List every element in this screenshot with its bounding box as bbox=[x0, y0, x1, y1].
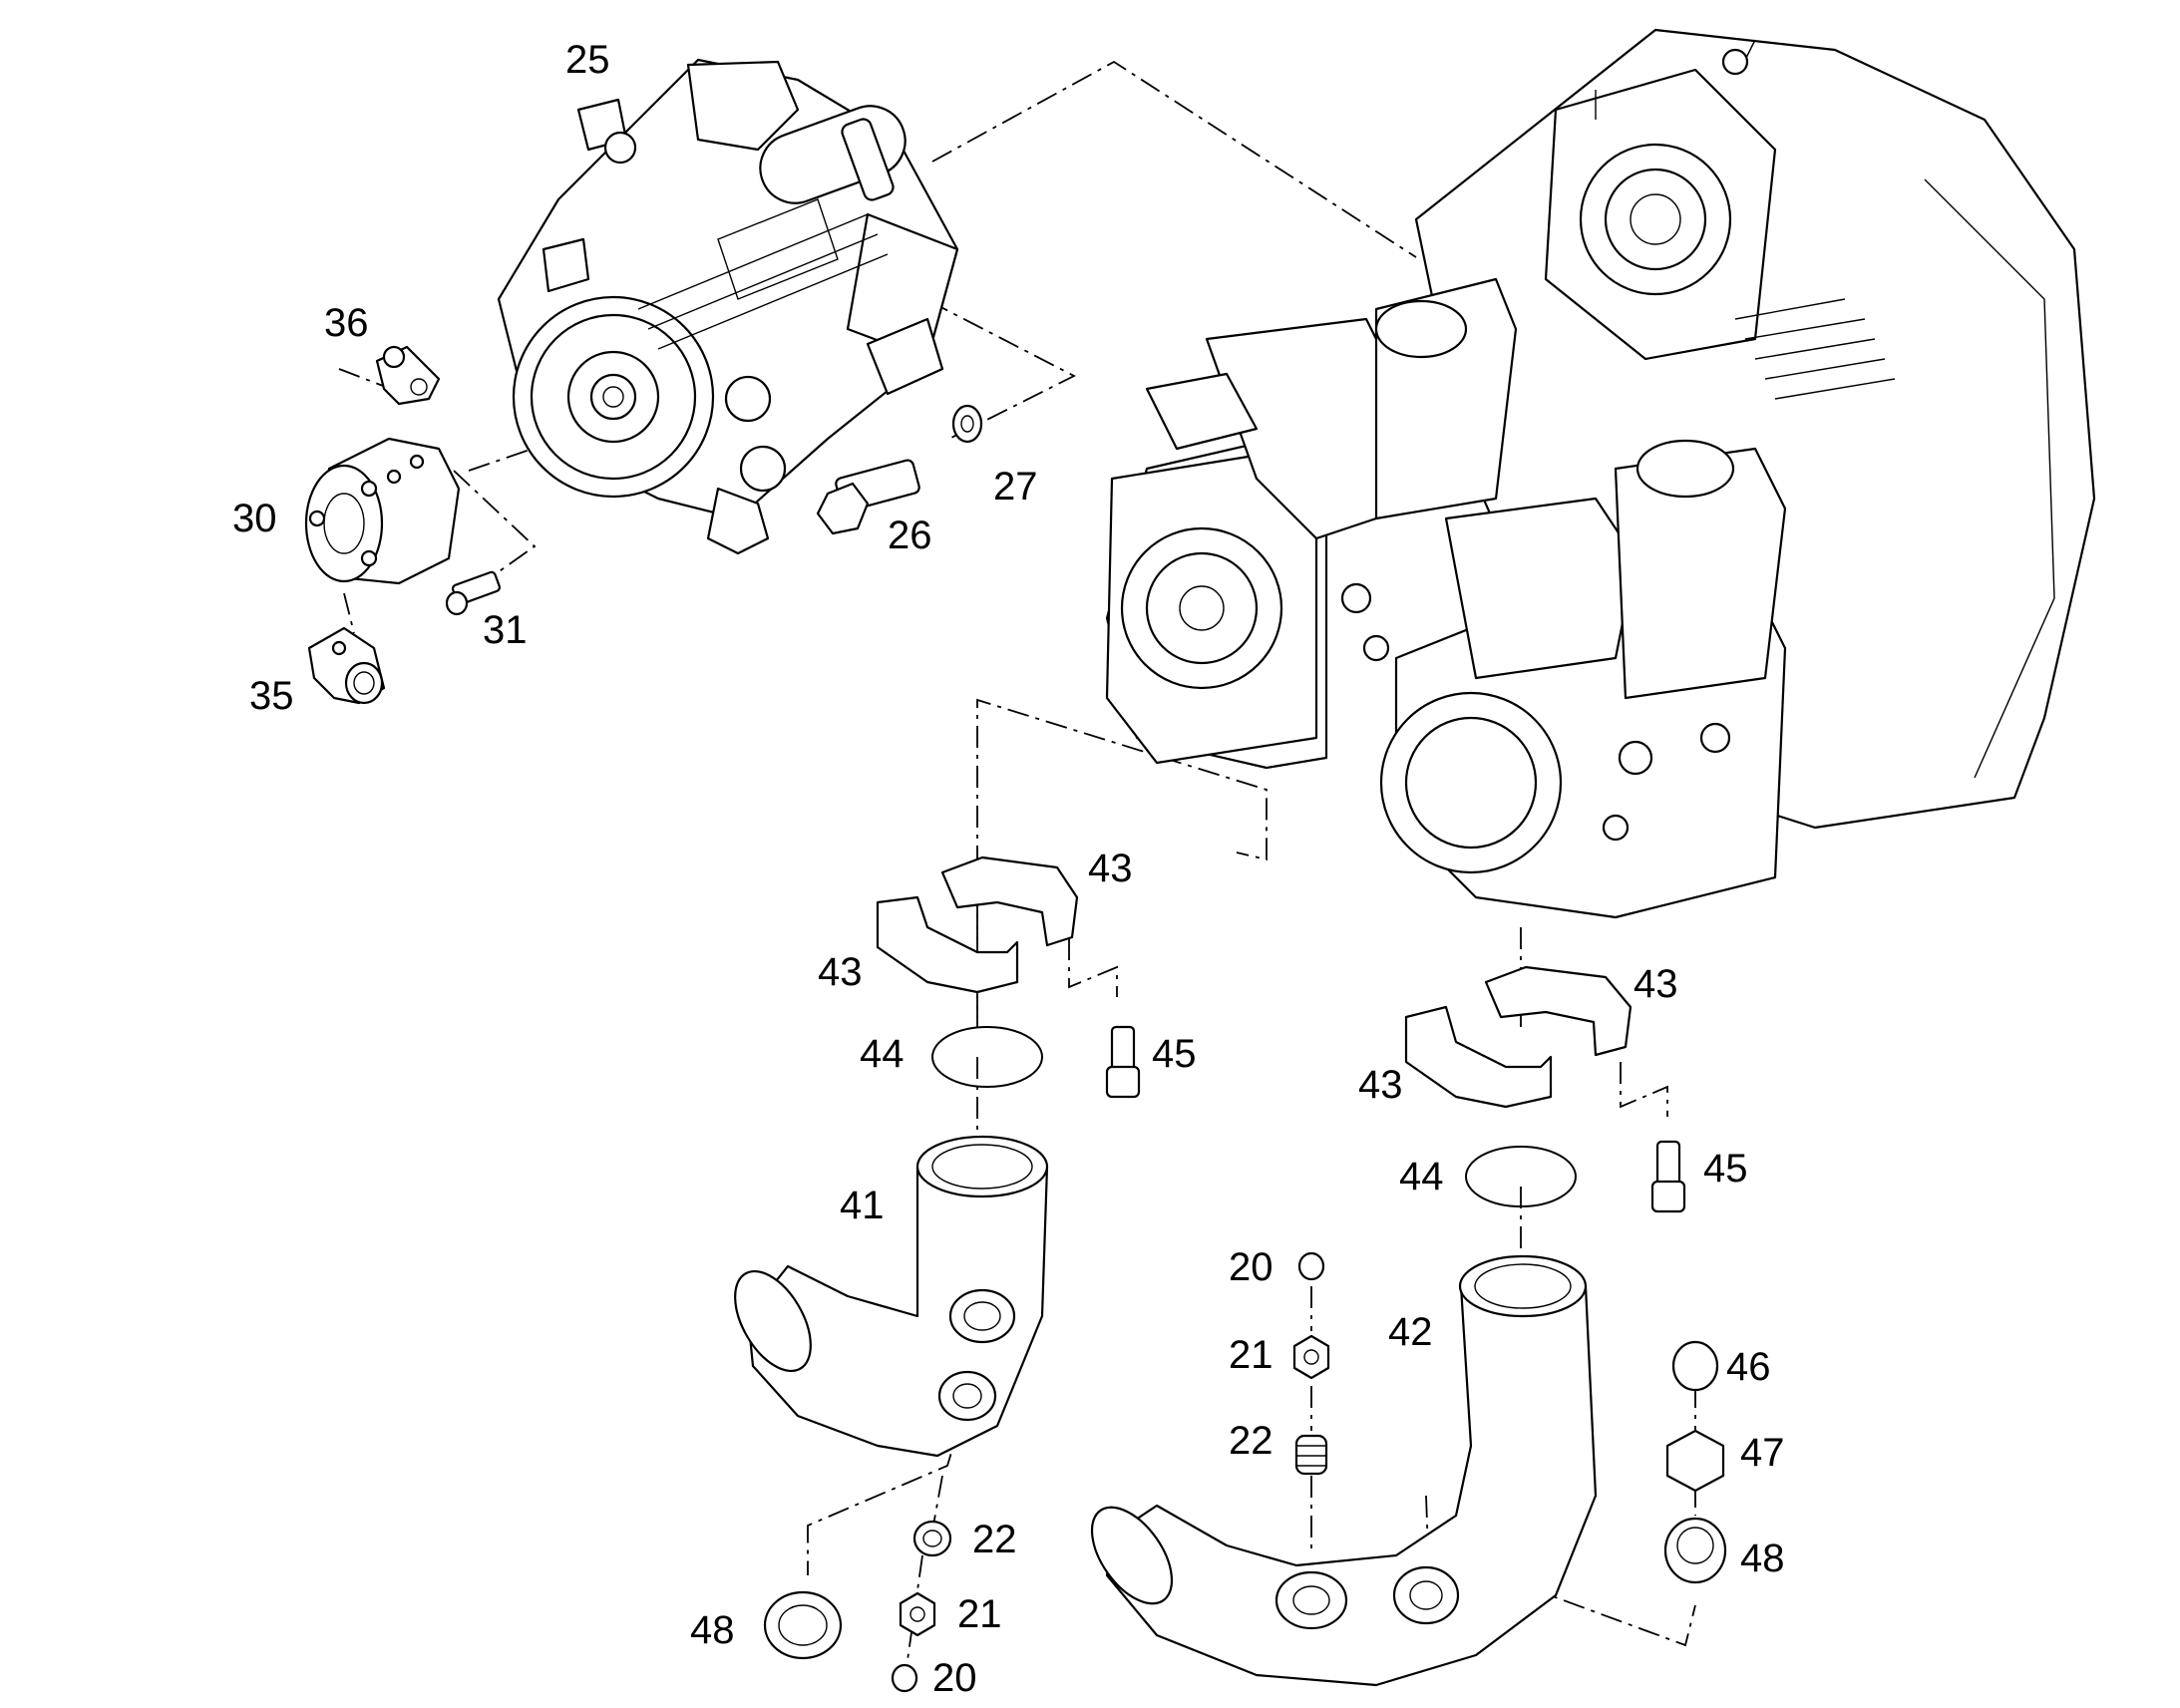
part-46-cap bbox=[1671, 1340, 1719, 1392]
callout-35: 35 bbox=[249, 674, 294, 718]
callout-22: 22 bbox=[972, 1518, 1017, 1561]
part-42-u-pipe bbox=[1090, 1254, 1598, 1687]
callout-21: 21 bbox=[957, 1592, 1002, 1636]
callout-48: 48 bbox=[1740, 1537, 1785, 1580]
upper-pump-assembly bbox=[1105, 277, 1518, 770]
callout-47: 47 bbox=[1740, 1431, 1785, 1475]
part-47-nut bbox=[1665, 1429, 1725, 1493]
part-22-fitting-right bbox=[1294, 1434, 1328, 1476]
part-44-o-ring-right bbox=[1465, 1146, 1577, 1207]
part-30-gear-pump bbox=[304, 437, 461, 585]
part-43-clamp-left-lower bbox=[876, 895, 1019, 994]
callout-43: 43 bbox=[1358, 1063, 1403, 1107]
callout-45: 45 bbox=[1152, 1032, 1197, 1076]
part-48-adapter-right bbox=[1663, 1517, 1727, 1584]
lower-pump-assembly bbox=[1379, 439, 1787, 919]
part-45-bolt-right bbox=[1650, 1140, 1686, 1213]
part-25-hydraulic-pump bbox=[497, 58, 959, 555]
callout-41: 41 bbox=[840, 1184, 885, 1227]
callout-48: 48 bbox=[690, 1608, 735, 1652]
part-41-elbow-pipe bbox=[734, 1135, 1049, 1458]
part-36-elbow-fitting bbox=[375, 345, 441, 406]
callout-labels: 25 36 30 31 35 26 27 43 43 44 45 41 43 4… bbox=[232, 38, 1785, 1700]
callout-31: 31 bbox=[483, 608, 528, 652]
part-20-plug-left bbox=[891, 1663, 918, 1693]
callout-44: 44 bbox=[860, 1032, 905, 1076]
callout-43: 43 bbox=[1088, 847, 1133, 890]
part-21-nut-left bbox=[899, 1591, 936, 1637]
part-43-clamp-right-upper bbox=[1484, 965, 1633, 1057]
callout-44: 44 bbox=[1399, 1155, 1444, 1198]
callout-20: 20 bbox=[932, 1656, 977, 1700]
callout-43: 43 bbox=[1634, 962, 1678, 1006]
part-31-screw bbox=[445, 570, 502, 616]
part-20-plug-right bbox=[1297, 1251, 1325, 1281]
callout-20: 20 bbox=[1229, 1245, 1273, 1289]
part-35-flange-fitting bbox=[307, 626, 386, 705]
callout-27: 27 bbox=[993, 465, 1038, 509]
callout-45: 45 bbox=[1703, 1147, 1748, 1191]
callout-43: 43 bbox=[818, 950, 863, 994]
callout-25: 25 bbox=[565, 38, 610, 82]
part-43-clamp-left-upper bbox=[940, 855, 1079, 947]
callout-26: 26 bbox=[888, 513, 932, 557]
callout-22: 22 bbox=[1229, 1419, 1273, 1463]
part-45-bolt-left bbox=[1105, 1025, 1141, 1099]
callout-42: 42 bbox=[1388, 1310, 1433, 1354]
part-26-bolt bbox=[816, 459, 920, 535]
part-43-clamp-right-lower bbox=[1404, 1005, 1553, 1109]
part-48-adapter-left bbox=[763, 1590, 843, 1660]
part-21-nut-right bbox=[1292, 1334, 1330, 1380]
callout-36: 36 bbox=[324, 301, 369, 345]
callout-30: 30 bbox=[232, 497, 277, 540]
callout-21: 21 bbox=[1229, 1333, 1273, 1377]
callout-46: 46 bbox=[1726, 1345, 1771, 1389]
part-27-washer bbox=[951, 404, 983, 444]
part-44-o-ring-left bbox=[931, 1026, 1043, 1088]
part-22-fitting-left bbox=[912, 1520, 952, 1557]
